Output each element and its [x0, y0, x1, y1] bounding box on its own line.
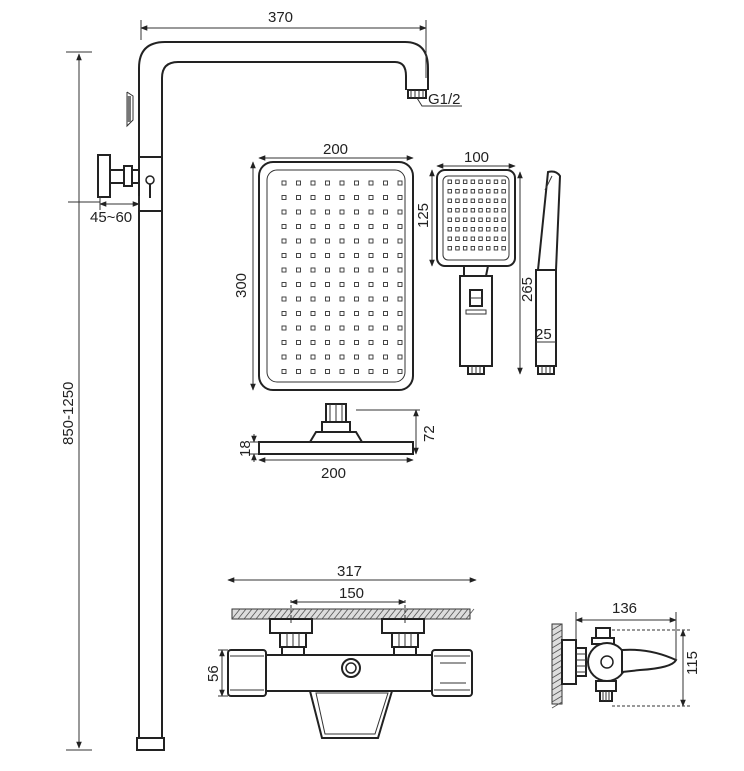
dim-mixer-width: 317: [337, 563, 362, 580]
thermostatic-mixer-side: [551, 623, 678, 709]
rain-shower-head-front: [258, 161, 414, 391]
hand-nozzle-grid: [447, 179, 506, 251]
dim-hand-handle-width: 25: [535, 326, 552, 343]
dim-head-width-top: 200: [323, 141, 348, 158]
hand-shower-side: [535, 170, 562, 375]
dim-head-width-bottom: 200: [321, 465, 346, 482]
dim-arm-width: 370: [268, 9, 293, 26]
dim-mixer-centers: 150: [339, 585, 364, 602]
dim-head-depth: 18: [237, 440, 254, 457]
dim-rail-height: 850-1250: [60, 382, 77, 445]
hand-shower-front: [436, 169, 516, 375]
dim-hand-length: 265: [519, 277, 536, 302]
thermostatic-mixer-front: [227, 608, 475, 739]
shower-rail: [97, 41, 462, 751]
dim-hand-face-height: 125: [415, 203, 432, 228]
dim-wall-offset: 45~60: [90, 209, 132, 226]
dim-mixer-height: 56: [205, 665, 222, 682]
dim-head-height: 300: [233, 273, 250, 298]
dim-hand-width: 100: [464, 149, 489, 166]
rain-shower-head-side: [258, 403, 414, 455]
head-nozzle-grid: [281, 180, 403, 374]
dim-side-height: 115: [684, 651, 701, 675]
dim-side-depth: 136: [612, 600, 637, 617]
dim-inlet-thread: G1/2: [428, 91, 461, 108]
dim-head-total-height: 72: [421, 425, 438, 442]
